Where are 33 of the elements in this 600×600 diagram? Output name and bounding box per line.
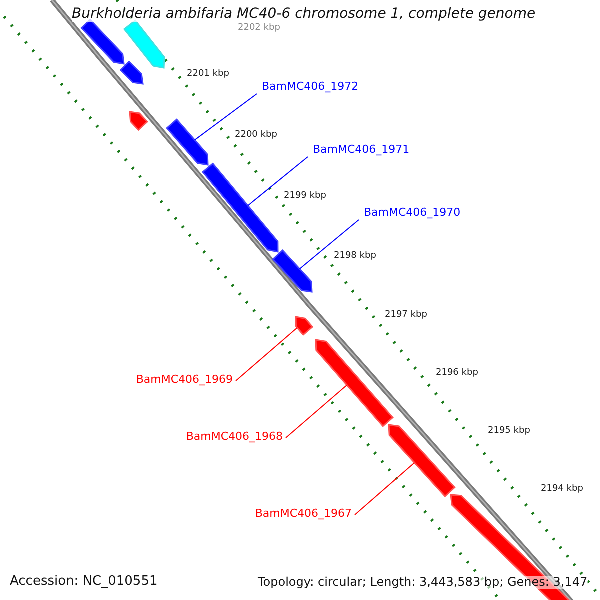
leader-line bbox=[236, 327, 298, 382]
summary-text: Topology: circular; Length: 3,443,583 bp; Genes: 3,147 bbox=[258, 576, 588, 590]
tick-label: 2196 kbp bbox=[436, 369, 478, 379]
gene-block bbox=[202, 162, 279, 253]
leader-line bbox=[286, 384, 348, 438]
gene-label: BamMC406_1969 bbox=[136, 374, 233, 386]
gene-block bbox=[123, 20, 166, 69]
gene-label: BamMC406_1970 bbox=[364, 207, 461, 220]
gene-label: BamMC406_1972 bbox=[262, 81, 359, 94]
gene-block bbox=[166, 118, 209, 166]
tick-label: 2199 kbp bbox=[284, 192, 326, 202]
gene-label: BamMC406_1967 bbox=[255, 508, 352, 520]
gene-block bbox=[388, 424, 456, 498]
gene-block bbox=[315, 339, 394, 428]
tick-label: 2200 kbp bbox=[235, 131, 278, 141]
tick-label: 2194 kbp bbox=[541, 485, 584, 495]
leader-line bbox=[194, 94, 258, 141]
tick-label: 2198 kbp bbox=[334, 252, 376, 262]
leader-line bbox=[354, 462, 416, 516]
accession-text: Accession: NC_010551 bbox=[10, 575, 158, 590]
tick-label: 2197 kbp bbox=[385, 311, 428, 321]
gene-block bbox=[295, 316, 314, 336]
leader-line bbox=[248, 156, 308, 206]
gene-label: BamMC406_1971 bbox=[313, 144, 410, 156]
gene-label: BamMC406_1968 bbox=[186, 431, 283, 444]
tick-label: 2202 kbp bbox=[238, 24, 280, 34]
gene-block bbox=[120, 60, 144, 85]
tick-label: 2195 kbp bbox=[488, 427, 530, 437]
gene-block bbox=[129, 111, 148, 132]
map-title: Burkholderia ambifaria MC40-6 chromosome 1, complete genome bbox=[72, 7, 536, 22]
tick-label: 2201 kbp bbox=[187, 70, 230, 80]
gene-block bbox=[272, 250, 313, 293]
leader-line bbox=[299, 220, 360, 270]
